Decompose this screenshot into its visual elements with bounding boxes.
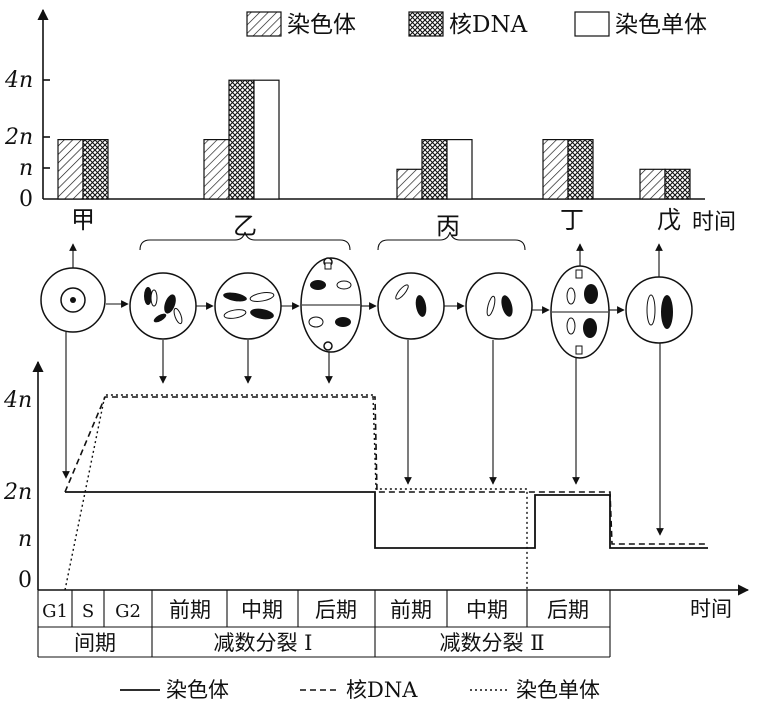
bar-y-tick-2n: 2n <box>4 125 33 150</box>
phase-prophase-1: 前期 <box>169 598 211 622</box>
bar-2-chromosome <box>203 139 230 200</box>
legend-label-chromatid: 染色单体 <box>615 12 707 38</box>
line-legend-chromatid: 染色单体 <box>516 678 600 702</box>
phase-s: S <box>82 601 94 622</box>
bar-4-chromosome <box>542 139 569 200</box>
bar-y-tick-0: 0 <box>19 187 33 212</box>
phase-anaphase-2: 后期 <box>547 598 589 622</box>
group-label-ding: 丁 <box>560 206 584 234</box>
group-label-bing: 丙 <box>436 212 460 240</box>
bar-chart: 染色体 核DNA 染色单体 4n 2n n 0 甲 乙 丙 丁 戊 时间 <box>4 8 736 240</box>
line-y-tick-0: 0 <box>18 568 32 593</box>
line-legend-chromosome: 染色体 <box>166 678 229 702</box>
legend-swatch-chromatid <box>574 11 610 37</box>
line-legend: 染色体 核DNA 染色单体 <box>120 678 600 702</box>
brace-yi <box>139 231 351 251</box>
line-chart: 4n 2n n 0 时间 G1 S G2 前期 中期 <box>3 360 750 702</box>
legend-swatch-dna <box>408 11 444 37</box>
cell-metaphase-1 <box>214 272 282 340</box>
curve-dna <box>64 396 708 545</box>
brace-bing <box>377 231 526 251</box>
bar-y-tick-n: n <box>19 156 33 181</box>
bars <box>57 79 691 200</box>
curve-chromatid <box>64 394 528 591</box>
cell-wu <box>625 276 693 344</box>
bar-4-dna <box>567 139 594 200</box>
bar-y-tick-4n: 4n <box>4 68 33 93</box>
bar-1-chromosome <box>57 139 84 200</box>
phase-table: G1 S G2 前期 中期 后期 前期 中期 后期 间期 减数分裂 Ⅰ 减数分裂… <box>37 590 611 658</box>
phase-metaphase-1: 中期 <box>241 598 283 622</box>
line-y-tick-n: n <box>18 527 32 552</box>
bar-2-chromatid <box>253 79 280 200</box>
phase-g2: G2 <box>115 601 141 622</box>
stage-meiosis-2: 减数分裂 Ⅱ <box>440 631 545 655</box>
legend-label-chromosome: 染色体 <box>287 12 356 38</box>
group-label-jia: 甲 <box>71 206 95 234</box>
bar-5-dna <box>664 168 691 200</box>
legend-swatch-chromosome <box>246 11 282 37</box>
bar-3-chromatid <box>446 139 473 200</box>
cell-bing-2 <box>465 272 533 340</box>
bar-x-axis-label: 时间 <box>692 210 736 235</box>
bar-legend: 染色体 核DNA 染色单体 <box>246 11 707 38</box>
line-y-tick-4n: 4n <box>3 388 32 413</box>
group-label-wu: 戊 <box>657 206 681 234</box>
bar-3-dna <box>421 139 448 200</box>
cell-bing-1 <box>377 272 445 340</box>
connector-arrows <box>62 332 664 536</box>
line-x-axis-label: 时间 <box>690 597 732 621</box>
cell-row <box>40 243 693 359</box>
line-legend-dna: 核DNA <box>346 678 418 702</box>
curve-chromosome <box>65 491 708 549</box>
bar-3-chromosome <box>396 168 423 200</box>
bar-2-dna <box>228 79 255 200</box>
phase-g1: G1 <box>42 601 68 622</box>
bar-5-chromosome <box>639 168 666 200</box>
phase-anaphase-1: 后期 <box>315 598 357 622</box>
group-label-yi: 乙 <box>233 212 257 240</box>
legend-label-dna: 核DNA <box>449 12 528 38</box>
cell-prophase-1 <box>129 272 197 340</box>
phase-metaphase-2: 中期 <box>466 598 508 622</box>
stage-meiosis-1: 减数分裂 Ⅰ <box>214 631 313 655</box>
phase-prophase-2: 前期 <box>390 598 432 622</box>
line-y-tick-2n: 2n <box>3 480 32 505</box>
bar-1-dna <box>82 139 109 200</box>
stage-interphase: 间期 <box>74 631 116 655</box>
